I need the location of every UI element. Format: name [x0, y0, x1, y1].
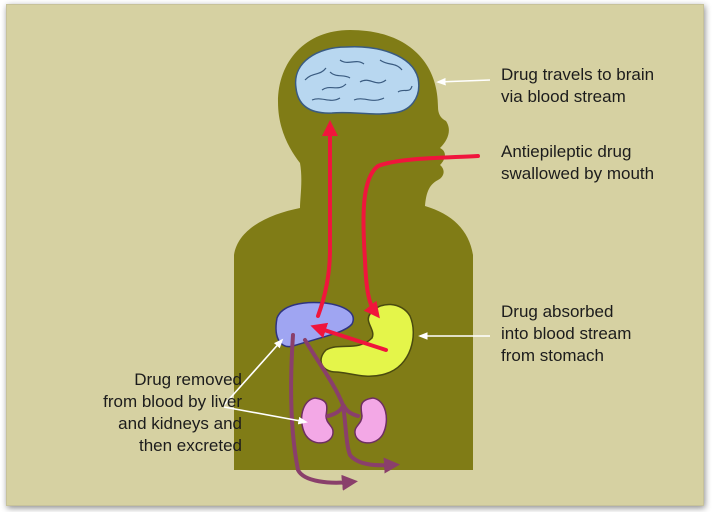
label-liver-kidneys: Drug removed from blood by liver and kid…	[103, 369, 242, 457]
label-brain: Drug travels to brain via blood stream	[501, 64, 654, 108]
pointer-brain	[438, 80, 490, 82]
label-stomach: Drug absorbed into blood stream from sto…	[501, 301, 631, 367]
brain-organ	[296, 47, 419, 114]
label-mouth: Antiepileptic drug swallowed by mouth	[501, 141, 654, 185]
